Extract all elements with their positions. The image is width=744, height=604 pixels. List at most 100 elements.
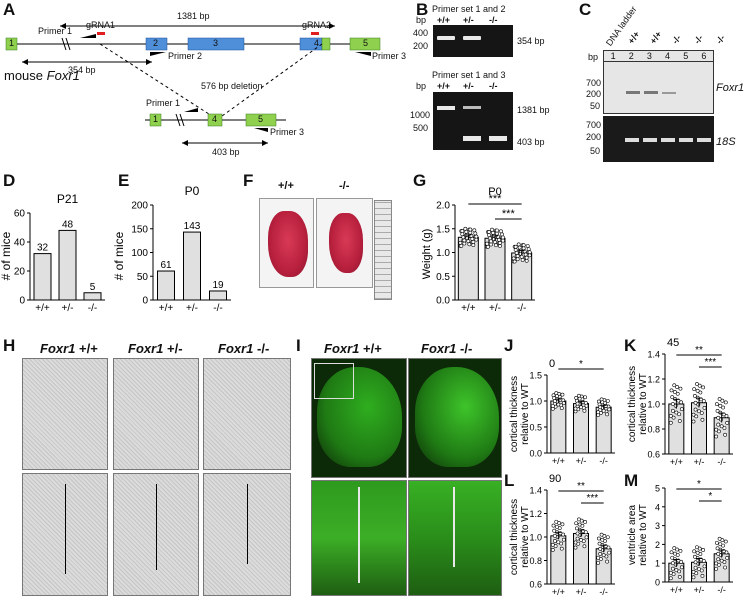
data-point [675,385,679,389]
data-point [723,400,728,405]
grna1-label: gRNA1 [86,20,116,30]
nissl-ko-overview [203,358,291,470]
y-tick-label: 0.6 [529,580,542,590]
pup-photo-wt [259,198,314,288]
h-gene-ko: Foxr1 [218,341,254,356]
data-point [715,546,720,551]
data-point [599,532,604,537]
y-tick-label: 0.5 [436,272,450,283]
data-point [598,551,603,556]
gel-c-bot-200: 200 [586,132,602,142]
gene-species: mouse [4,68,44,83]
length-total-label: 1381 bp [177,11,210,21]
sig-label: *** [586,493,598,504]
lane-number-5: 5 [683,51,689,61]
data-point [470,236,475,241]
data-point [488,236,492,241]
data-point [674,568,679,572]
y-tick-label: 1.0 [436,248,450,259]
data-point [466,239,471,244]
exon-3-label: 3 [213,38,219,48]
angle-label: 0 [549,358,555,370]
data-point [701,548,706,552]
bar [33,253,52,301]
data-point [527,253,532,258]
lane-label-2: +/+ [626,29,642,46]
data-point [556,402,561,407]
nissl-het-zoom [113,473,199,596]
data-point [596,560,601,565]
data-point [723,432,728,437]
data-point [474,237,479,242]
gel2-ladder-1000: 1000 [410,110,431,120]
data-point [552,399,557,403]
bar-value-label: 19 [212,280,224,291]
data-point [718,403,723,408]
data-point [554,519,559,524]
y-tick-label: 1.0 [529,397,542,407]
data-point [718,542,723,547]
fluor-ko-overview [408,358,502,478]
y-tick-label: 1.0 [529,533,542,543]
data-point [513,247,518,252]
ruler [374,200,392,300]
data-point [673,390,677,394]
data-point [573,545,578,550]
data-point [714,434,719,439]
panel-label-j: J [504,336,514,355]
data-point [500,232,504,237]
data-point [468,227,473,232]
y-tick-label: 1.4 [647,350,660,360]
gene-name-label: mouse Foxr1 [4,68,80,83]
lane-number-2: 2 [628,51,634,61]
data-point [575,531,580,536]
y-tick-label: 50 [137,272,149,283]
lane-label-5: -/- [692,33,706,46]
data-point [552,528,557,533]
x-tick-label: +/- [576,587,587,597]
y-axis-label-2: relative to WT [520,506,531,568]
y-tick-label: 0.8 [529,556,542,566]
data-point [550,404,555,408]
h-genotype-wt: +/+ [79,341,98,356]
data-point [524,255,529,260]
data-point [605,412,610,417]
lane-number-4: 4 [665,51,671,61]
data-point [458,240,463,245]
data-point [574,526,579,531]
panel-label-l: L [504,471,515,490]
data-point [697,383,702,388]
i-title-wt: Foxr1 +/+ [324,341,382,356]
y-tick-label: 0.0 [529,449,542,459]
data-point [673,551,677,556]
data-point [462,241,467,246]
gel-c-bot-700: 700 [586,120,602,130]
data-point [485,241,489,246]
data-point [691,412,696,417]
data-point [677,419,682,423]
data-point [573,540,578,545]
data-point [474,234,479,239]
data-point [692,394,697,398]
data-point [596,410,601,415]
data-point [672,383,677,388]
y-tick-label: 0.8 [647,425,660,435]
exon-5-label: 5 [363,38,369,48]
data-point [550,542,555,547]
h-title-ko: Foxr1 -/- [218,341,269,356]
data-point [579,405,583,410]
i-gene-wt: Foxr1 [324,341,360,356]
primer2-label: Primer 2 [168,51,203,61]
data-point [575,401,580,406]
data-point [559,546,564,551]
x-tick-label: +/- [186,303,198,314]
data-point [497,237,501,242]
x-tick-label: +/- [694,457,705,467]
data-point [598,546,603,551]
data-point [716,557,721,562]
sig-label: * [697,479,701,490]
data-point [693,407,698,412]
y-tick-label: 0.5 [529,423,542,433]
gel-c-bot-50: 50 [590,146,601,156]
gel1-image [433,25,513,57]
